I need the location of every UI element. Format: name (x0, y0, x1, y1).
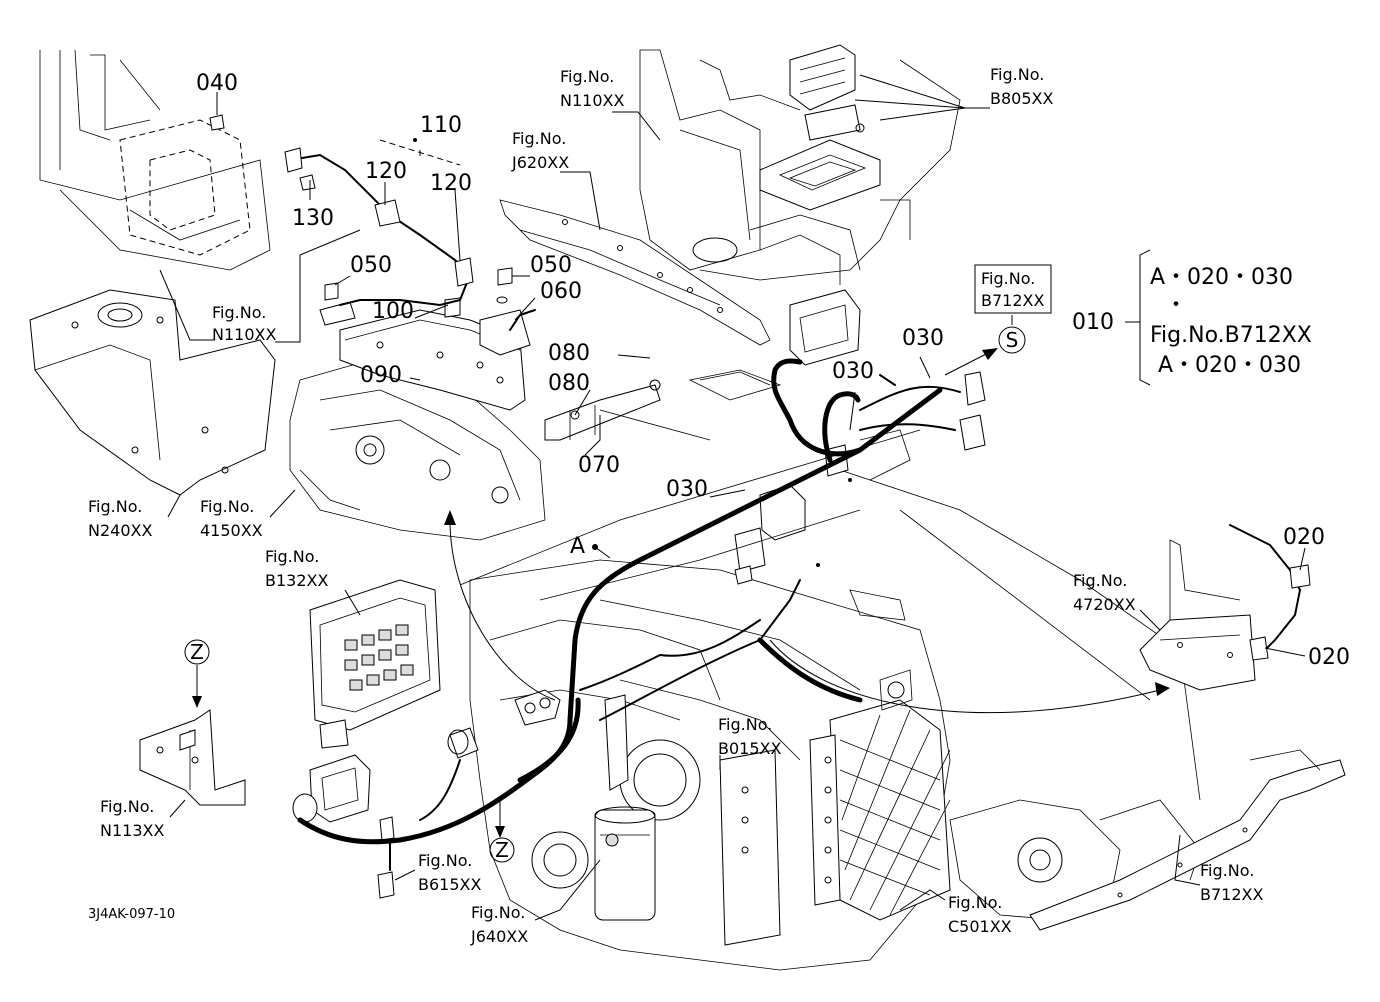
note-line-2: ・ (1165, 293, 1187, 318)
part-label-060: 060 (540, 279, 582, 304)
figref-c501: Fig.No. C501XX (948, 893, 1012, 936)
part-label-090: 090 (360, 363, 402, 388)
figref-b712-box: Fig.No. B712XX (974, 264, 1052, 314)
figref-j640: Fig.No. J640XX (470, 903, 528, 946)
line-art (29, 44, 1346, 971)
assembly-note: A・020・030 ・ Fig.No.B712XX A・020・030 (1150, 265, 1312, 378)
svg-text:Z: Z (495, 838, 509, 862)
svg-text:N110XX: N110XX (212, 325, 276, 344)
svg-text:N113XX: N113XX (100, 821, 164, 840)
figref-b615: Fig.No. B615XX (418, 851, 481, 894)
svg-text:Fig.No.: Fig.No. (471, 903, 525, 922)
svg-text:J620XX: J620XX (511, 153, 569, 172)
figref-n113: Fig.No. N113XX (100, 797, 164, 840)
part-label-020-top: 020 (1283, 525, 1325, 550)
note-line-3: Fig.No.B712XX (1150, 323, 1312, 348)
svg-text:B015XX: B015XX (718, 739, 781, 758)
svg-text:Fig.No.: Fig.No. (948, 893, 1002, 912)
part-label-130: 130 (292, 206, 334, 231)
note-line-1: A・020・030 (1150, 265, 1293, 290)
part-label-040: 040 (196, 71, 238, 96)
part-label-080-bottom: 080 (548, 371, 590, 396)
svg-text:J640XX: J640XX (470, 927, 528, 946)
part-label-030-center: 030 (832, 359, 874, 384)
figref-n110-left: Fig.No. N110XX (212, 303, 276, 344)
svg-text:Fig.No.: Fig.No. (1200, 861, 1254, 880)
part-label-020-bottom: 020 (1308, 645, 1350, 670)
figref-b132: Fig.No. B132XX (265, 547, 328, 590)
svg-text:B132XX: B132XX (265, 571, 328, 590)
svg-text:4150XX: 4150XX (200, 521, 263, 540)
marker-z-bottom: Z (489, 837, 515, 863)
part-label-050-left: 050 (350, 253, 392, 278)
svg-text:B712XX: B712XX (981, 291, 1044, 310)
part-label-050-right: 050 (530, 253, 572, 278)
svg-text:Fig.No.: Fig.No. (560, 67, 614, 86)
svg-text:Fig.No.: Fig.No. (200, 497, 254, 516)
svg-text:Fig.No.: Fig.No. (212, 303, 266, 322)
part-label-120-left: 120 (365, 159, 407, 184)
part-label-120-right: 120 (430, 171, 472, 196)
svg-text:S: S (1006, 328, 1019, 352)
svg-text:Fig.No.: Fig.No. (990, 65, 1044, 84)
figref-b015: Fig.No. B015XX (718, 715, 781, 758)
main-harness (297, 358, 961, 871)
svg-text:4720XX: 4720XX (1073, 595, 1136, 614)
svg-text:Fig.No.: Fig.No. (100, 797, 154, 816)
part-label-A: A (570, 534, 585, 559)
figref-4150: Fig.No. 4150XX (200, 497, 263, 540)
note-line-4: A・020・030 (1158, 353, 1301, 378)
svg-text:Fig.No.: Fig.No. (981, 269, 1035, 288)
marker-s: S (998, 326, 1026, 354)
svg-text:Z: Z (190, 640, 204, 664)
view-markers: S Z Z (184, 326, 1026, 863)
figref-j620: Fig.No. J620XX (511, 129, 569, 172)
svg-text:N240XX: N240XX (88, 521, 152, 540)
drawing-code: 3J4AK-097-10 (88, 907, 175, 922)
leader-lines (159, 74, 1306, 921)
figref-b712-bottom: Fig.No. B712XX (1200, 861, 1263, 904)
part-label-070: 070 (578, 453, 620, 478)
part-label-100: 100 (372, 299, 414, 324)
svg-text:B805XX: B805XX (990, 89, 1053, 108)
figref-n240: Fig.No. N240XX (88, 497, 152, 540)
part-label-110: 110 (420, 113, 462, 138)
marker-z-top: Z (184, 639, 210, 665)
svg-text:Fig.No.: Fig.No. (512, 129, 566, 148)
svg-text:Fig.No.: Fig.No. (718, 715, 772, 734)
svg-text:Fig.No.: Fig.No. (418, 851, 472, 870)
svg-text:B712XX: B712XX (1200, 885, 1263, 904)
part-label-010: 010 (1072, 310, 1114, 335)
svg-text:Fig.No.: Fig.No. (265, 547, 319, 566)
figref-b805: Fig.No. B805XX (990, 65, 1053, 108)
part-label-030-left: 030 (666, 477, 708, 502)
part-label-080-top: 080 (548, 341, 590, 366)
svg-text:Fig.No.: Fig.No. (88, 497, 142, 516)
part-labels: 040 110 120 120 130 050 050 060 100 090 … (196, 71, 1350, 670)
part-label-030-right: 030 (902, 326, 944, 351)
svg-text:Fig.No.: Fig.No. (1073, 571, 1127, 590)
svg-text:B615XX: B615XX (418, 875, 481, 894)
figure-references: Fig.No. N110XX Fig.No. J620XX Fig.No. B8… (88, 65, 1263, 946)
svg-text:N110XX: N110XX (560, 91, 624, 110)
svg-text:C501XX: C501XX (948, 917, 1012, 936)
figref-4720: Fig.No. 4720XX (1073, 571, 1136, 614)
figref-n110-top: Fig.No. N110XX (560, 67, 624, 110)
